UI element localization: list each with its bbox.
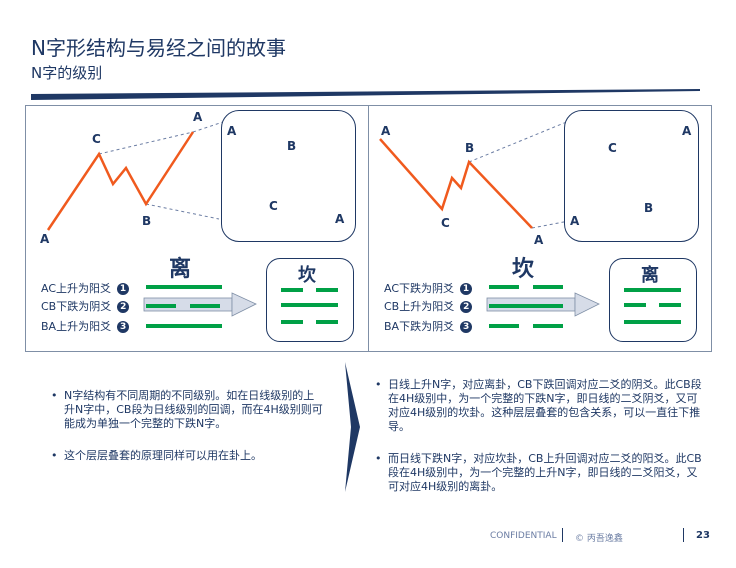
left-kan-yao-2	[281, 303, 338, 307]
right-legend-row-2: CB上升为阳爻 2	[384, 298, 473, 314]
right-legend-text-2: CB上升为阳爻	[384, 300, 455, 313]
right-legend-text-1: AC下跌为阴爻	[384, 282, 455, 295]
right-trigram-name: 坎	[512, 257, 537, 282]
left-legend-text-1: AC上升为阳爻	[41, 282, 112, 295]
footer-copyright: © 丙吾逸鑫	[575, 534, 623, 544]
note-left-1: N字结构有不同周期的不同级别。如在日线级别的上升N字中，CB段为日线级别的回调，…	[48, 389, 323, 431]
footer-divider-2	[683, 528, 684, 542]
page-subtitle: N字的级别	[31, 64, 103, 82]
title-underline	[31, 89, 700, 100]
right-li-yao-2b	[659, 303, 681, 307]
notes-right: 日线上升N字，对应离卦，CB下跌回调对应二爻的阴爻。此CB段在4H级别中，为一个…	[372, 378, 702, 512]
left-kan-yao-3a	[281, 320, 303, 324]
left-point-c: C	[92, 132, 101, 146]
right-panel: A B C A A C B A 坎 AC下跌为阴爻 1 CB上升为阳爻 2 BA下跌…	[368, 105, 712, 352]
left-li-yao-1	[146, 285, 222, 289]
right-legend-row-3: BA下跌为阴爻 3	[384, 318, 473, 334]
right-legend-text-3: BA下跌为阴爻	[384, 320, 455, 333]
right-inset-box	[564, 110, 699, 242]
right-point-c: C	[441, 216, 450, 230]
left-legend-num-3: 3	[117, 321, 130, 333]
right-result-trigram-name: 离	[641, 265, 661, 286]
page-number: 23	[696, 530, 710, 541]
left-legend-text-3: BA上升为阳爻	[41, 320, 112, 333]
left-inset-box	[221, 110, 356, 242]
notes-left: N字结构有不同周期的不同级别。如在日线级别的上升N字中，CB段为日线级别的回调，…	[48, 389, 323, 481]
right-inset-point-c: C	[608, 141, 617, 155]
left-legend-text-2: CB下跌为阴爻	[41, 300, 112, 313]
left-point-a2: A	[193, 110, 203, 124]
right-legend-row-1: AC下跌为阴爻 1	[384, 280, 473, 296]
right-kan-yao-1b	[533, 285, 563, 289]
right-kan-yao-2	[489, 304, 563, 308]
page-title: N字形结构与易经之间的故事	[31, 36, 286, 60]
left-inset-point-a2: A	[335, 212, 345, 226]
right-point-a2: A	[534, 233, 544, 247]
left-kan-yao-1b	[316, 288, 338, 292]
note-right-1: 日线上升N字，对应离卦，CB下跌回调对应二爻的阴爻。此CB段在4H级别中，为一个…	[372, 378, 702, 434]
left-legend-row-1: AC上升为阳爻 1	[41, 280, 130, 296]
footer-confidential: CONFIDENTIAL	[490, 531, 557, 541]
left-point-a1: A	[40, 232, 50, 246]
right-main-n-line	[379, 138, 533, 229]
left-main-n-line	[46, 131, 195, 231]
right-li-yao-3	[624, 320, 681, 324]
left-li-yao-2a	[146, 304, 176, 308]
note-right-2: 而日线下跌N字，对应坎卦，CB上升回调对应二爻的阳爻。此CB段在4H级别中，为一…	[372, 452, 702, 494]
left-legend-num-1: 1	[117, 283, 130, 295]
chevron-separator	[345, 362, 360, 492]
note-left-2: 这个层层叠套的原理同样可以用在卦上。	[48, 449, 323, 463]
left-legend-row-3: BA上升为阳爻 3	[41, 318, 130, 334]
right-inset-point-a2: A	[682, 124, 692, 138]
right-kan-yao-3a	[489, 324, 519, 328]
footer-divider-1	[562, 528, 563, 542]
left-kan-yao-3b	[316, 320, 338, 324]
left-li-yao-2b	[190, 304, 220, 308]
right-point-a1: A	[381, 124, 391, 138]
right-li-yao-2a	[624, 303, 646, 307]
left-kan-yao-1a	[281, 288, 303, 292]
right-inset-point-b: B	[644, 201, 654, 215]
right-kan-yao-3b	[533, 324, 563, 328]
left-point-b: B	[142, 214, 152, 228]
right-li-box	[609, 258, 697, 342]
right-legend-num-1: 1	[460, 283, 473, 295]
left-li-yao-3	[146, 324, 222, 328]
left-inset-point-a1: A	[227, 124, 237, 138]
right-li-yao-1	[624, 288, 681, 292]
left-panel: A C B A A B C A 离 AC上升为阳爻 1 CB下跌为阴爻 2 BA上升…	[25, 105, 369, 352]
left-legend-num-2: 2	[117, 301, 130, 313]
right-inset-point-a1: A	[570, 214, 580, 228]
right-legend-num-2: 2	[460, 301, 473, 313]
left-kan-box	[266, 258, 354, 342]
right-kan-yao-1a	[489, 285, 519, 289]
left-inset-point-c: C	[269, 199, 278, 213]
left-trigram-name: 离	[169, 257, 194, 282]
left-result-trigram-name: 坎	[298, 265, 318, 286]
left-legend-row-2: CB下跌为阴爻 2	[41, 298, 130, 314]
right-point-b: B	[465, 141, 475, 155]
left-inset-point-b: B	[287, 139, 297, 153]
right-legend-num-3: 3	[460, 321, 473, 333]
